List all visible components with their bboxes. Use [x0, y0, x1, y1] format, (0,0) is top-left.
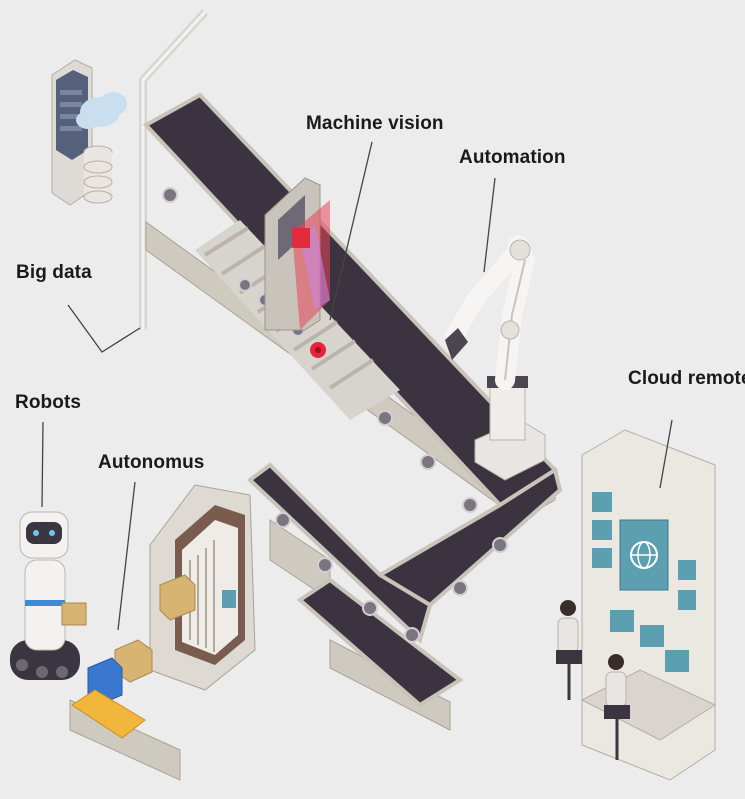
leader-automation — [483, 177, 496, 273]
label-robots: Robots — [15, 392, 82, 413]
leader-big-data — [67, 304, 141, 353]
label-big-data: Big data — [16, 262, 92, 283]
inspected-part — [310, 342, 326, 358]
globe-icon — [630, 541, 658, 569]
label-cloud-remote: Cloud remote — [628, 368, 745, 389]
camera-gate-icon — [264, 177, 330, 331]
service-robot-icon — [10, 511, 87, 680]
cloud-icon — [76, 92, 127, 129]
pallet — [71, 689, 146, 739]
data-pole — [139, 9, 208, 330]
label-machine-vision: Machine vision — [306, 113, 444, 134]
robot-arm-icon — [445, 235, 546, 481]
operator-icon — [556, 600, 630, 760]
scanner-gate-icon — [149, 484, 256, 691]
leader-autonomus — [117, 481, 136, 631]
control-panel-icon — [580, 429, 717, 781]
label-autonomus: Autonomus — [98, 452, 205, 473]
leader-robots — [41, 421, 44, 508]
leader-cloud-remote — [659, 419, 673, 489]
belt-items — [162, 187, 508, 643]
leader-lines — [41, 141, 673, 631]
label-automation: Automation — [459, 147, 566, 168]
database-icon — [83, 145, 113, 204]
leader-machine-vision — [329, 141, 373, 321]
